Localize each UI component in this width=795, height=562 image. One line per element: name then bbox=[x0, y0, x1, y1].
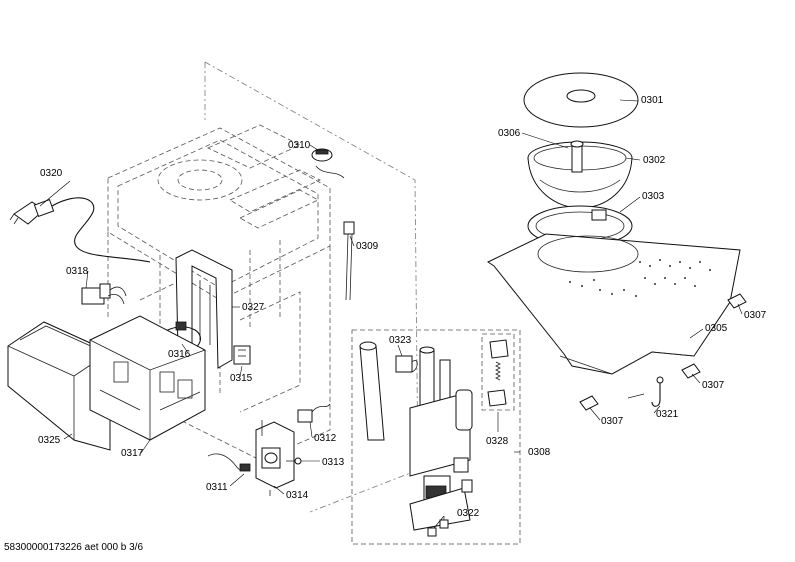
label-0323: 0323 bbox=[389, 335, 412, 346]
part-0307-clip-b bbox=[681, 363, 701, 379]
part-0301-lid bbox=[523, 72, 639, 128]
part-0321-hook bbox=[627, 376, 664, 407]
vent-holes bbox=[569, 259, 711, 297]
part-0308-assembly-box bbox=[351, 329, 521, 545]
document-footer: 58300000173226 aet 000 b 3/6 bbox=[4, 542, 144, 553]
label-0307-top: 0307 bbox=[744, 310, 767, 321]
label-0308: 0308 bbox=[528, 447, 551, 458]
label-0302: 0302 bbox=[643, 155, 666, 166]
label-0317: 0317 bbox=[121, 448, 144, 459]
label-0309: 0309 bbox=[356, 241, 379, 252]
part-0309-connector bbox=[343, 221, 355, 301]
label-0318: 0318 bbox=[66, 266, 89, 277]
part-0302-hopper bbox=[527, 140, 633, 209]
label-0313: 0313 bbox=[322, 457, 345, 468]
part-0310-sensor bbox=[311, 148, 345, 179]
part-0314-pump bbox=[255, 420, 295, 496]
label-0321: 0321 bbox=[656, 409, 679, 420]
part-0305-top-panel bbox=[486, 233, 741, 375]
label-0327: 0327 bbox=[242, 302, 265, 313]
label-0312: 0312 bbox=[314, 433, 337, 444]
label-0328: 0328 bbox=[486, 436, 509, 447]
part-0323-valve bbox=[395, 355, 418, 373]
part-0315-connector bbox=[233, 345, 251, 365]
part-0312-switch bbox=[297, 403, 331, 423]
label-0307-bottom: 0307 bbox=[601, 416, 624, 427]
part-0307-clip-c bbox=[579, 395, 599, 411]
label-0311: 0311 bbox=[206, 482, 228, 493]
label-0322: 0322 bbox=[457, 508, 480, 519]
part-0307-clip-a bbox=[727, 293, 747, 309]
label-0306: 0306 bbox=[498, 128, 521, 139]
leader-lines bbox=[39, 99, 743, 529]
part-0317-tray-insert bbox=[89, 315, 206, 441]
label-0325: 0325 bbox=[38, 435, 61, 446]
label-0301: 0301 bbox=[641, 95, 664, 106]
part-0318-switch bbox=[81, 283, 127, 305]
label-0314: 0314 bbox=[286, 490, 309, 501]
label-0320: 0320 bbox=[40, 168, 63, 179]
label-0315: 0315 bbox=[230, 373, 253, 384]
part-0320-power-cord bbox=[9, 197, 151, 263]
part-0308-brew-unit bbox=[409, 346, 473, 531]
label-0316: 0316 bbox=[168, 349, 191, 360]
label-0303: 0303 bbox=[642, 191, 665, 202]
label-0310: 0310 bbox=[288, 140, 311, 151]
part-0308-tube bbox=[359, 341, 385, 441]
label-0307-middle: 0307 bbox=[702, 380, 725, 391]
part-0328-set bbox=[481, 333, 515, 411]
housing-outline bbox=[204, 61, 419, 513]
part-0327-bracket bbox=[175, 249, 233, 369]
label-0305: 0305 bbox=[705, 323, 728, 334]
part-0311-cable bbox=[207, 453, 251, 472]
